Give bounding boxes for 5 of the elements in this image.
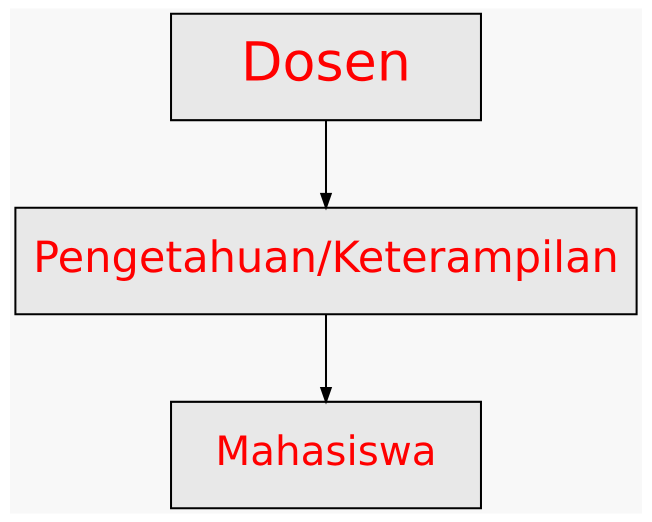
arrow: [320, 314, 332, 405]
node-box: Dosen: [170, 12, 482, 122]
node-box: Pengetahuan/Keterampilan: [14, 206, 638, 316]
node-box: Mahasiswa: [170, 400, 482, 510]
arrow: [320, 120, 332, 210]
